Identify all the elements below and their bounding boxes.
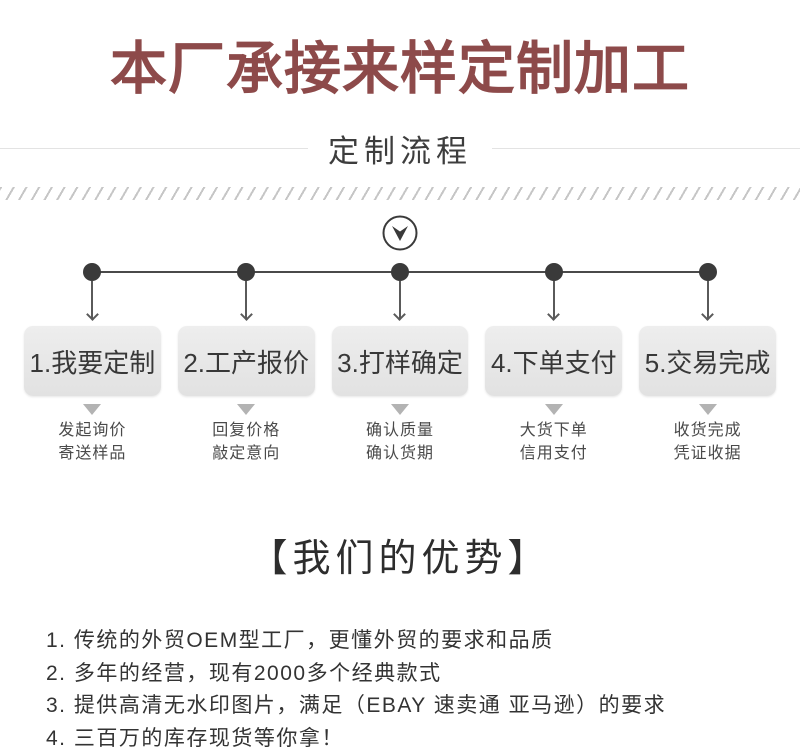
flow-step-note-line: 敲定意向	[212, 445, 281, 462]
flow-step-note-line: 发起询价	[58, 422, 127, 439]
flow-step-3: 3.打样确定 确认质量 确认货期	[331, 263, 469, 465]
triangle-down-icon	[390, 404, 409, 415]
left-rule-divider	[0, 147, 308, 149]
flow-step-notes: 发起询价 寄送样品	[58, 419, 126, 465]
flow-step-notes: 确认质量 确认货期	[366, 419, 434, 465]
down-arrow-icon	[239, 308, 253, 321]
flow-step-note-line: 大货下单	[519, 422, 588, 439]
advantages-list: 1. 传统的外贸OEM型工厂，更懂外贸的要求和品质 2. 多年的经营，现有200…	[46, 625, 800, 747]
flow-step-4: 4.下单支付 大货下单 信用支付	[485, 263, 623, 465]
right-rule-divider	[492, 147, 800, 149]
advantage-item: 2. 多年的经营，现有2000多个经典款式	[46, 661, 442, 685]
advantage-item: 4. 三百万的库存现货等你拿！	[46, 726, 344, 747]
flow-step-box: 5.交易完成	[639, 326, 776, 396]
flow-node-dot	[698, 263, 717, 281]
down-arrow-line	[552, 281, 555, 319]
flow-step-2: 2.工产报价 回复价格 敲定意向	[177, 263, 315, 465]
triangle-down-icon	[698, 404, 717, 415]
flow-step-notes: 收货完成 凭证收据	[674, 419, 742, 465]
down-arrow-line	[398, 281, 401, 319]
flow-step-5: 5.交易完成 收货完成 凭证收据	[639, 263, 776, 465]
down-arrow-line	[706, 281, 709, 319]
down-arrow-line	[245, 281, 248, 319]
flow-step-note-line: 凭证收据	[673, 445, 742, 462]
flow-step-note-line: 收货完成	[673, 422, 742, 439]
triangle-down-icon	[237, 404, 256, 415]
flow-step-note-line: 回复价格	[212, 422, 281, 439]
flow-step-1: 1.我要定制 发起询价 寄送样品	[24, 263, 161, 465]
flow-step-box: 2.工产报价	[177, 326, 315, 396]
flow-step-note-line: 确认质量	[365, 422, 434, 439]
triangle-down-icon	[83, 404, 102, 415]
flow-node-dot	[83, 263, 102, 281]
down-arrow-icon	[547, 308, 561, 321]
section-title-row: 定制流程	[0, 126, 800, 170]
flow-step-box: 4.下单支付	[485, 326, 623, 396]
down-arrow-icon	[393, 308, 407, 321]
section-title: 定制流程	[328, 133, 472, 169]
flow-step-note-line: 确认货期	[365, 445, 434, 462]
page-title: 本厂承接来样定制加工	[110, 37, 690, 101]
flow-node-dot	[237, 263, 256, 281]
flow-step-box: 1.我要定制	[24, 326, 161, 396]
chevron-down-circle-icon	[0, 214, 800, 252]
down-arrow-icon	[701, 308, 714, 321]
flow-step-note-line: 寄送样品	[58, 445, 127, 462]
advantage-item: 3. 提供高清无水印图片，满足（EBAY 速卖通 亚马逊）的要求	[46, 694, 667, 717]
custom-flow-diagram: 1.我要定制 发起询价 寄送样品 2.工产报价 回复价格 敲定意向	[0, 263, 800, 465]
flow-step-notes: 回复价格 敲定意向	[212, 419, 280, 465]
advantages-heading: 【我们的优势】	[249, 538, 551, 580]
flow-step-notes: 大货下单 信用支付	[520, 419, 588, 465]
advantage-item: 1. 传统的外贸OEM型工厂，更懂外贸的要求和品质	[46, 629, 554, 652]
flow-step-box: 3.打样确定	[331, 326, 469, 396]
triangle-down-icon	[544, 404, 563, 415]
flow-step-note-line: 信用支付	[519, 445, 588, 462]
down-arrow-line	[91, 281, 94, 319]
flow-node-dot	[390, 263, 409, 281]
flow-node-dot	[544, 263, 563, 281]
product-detail-section: 本厂承接来样定制加工 定制流程 1.我要定制 发起询价 寄送样品	[0, 34, 800, 747]
hatch-divider	[0, 187, 800, 200]
down-arrow-icon	[86, 308, 99, 321]
